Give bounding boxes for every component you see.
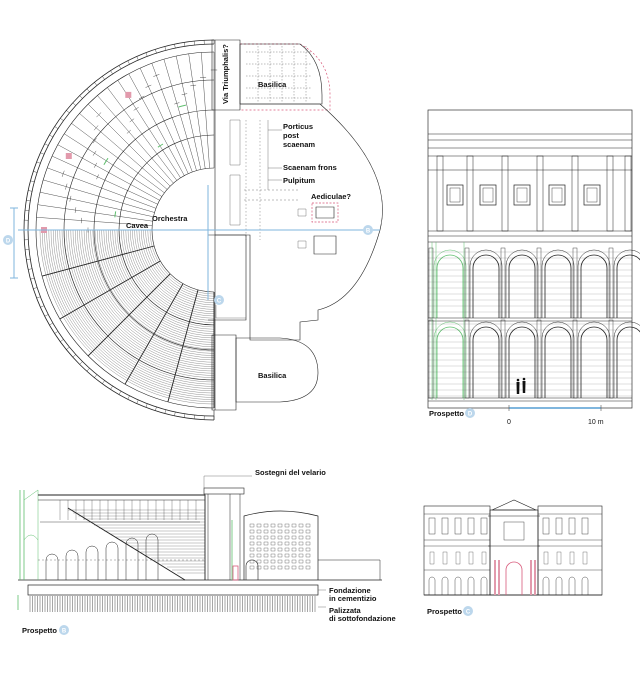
cavea-seating [23, 39, 218, 421]
elevation-c: Prospetto C [423, 499, 603, 616]
elevation-d-caption: Prospetto [429, 409, 464, 418]
marker-c-plan-text: C [217, 299, 222, 305]
marker-c-elev-text: C [466, 610, 471, 616]
marker-d-elev-text: D [468, 412, 473, 418]
fondazione-label-2: in cementizio [329, 594, 377, 603]
porticus-label-1: Porticus [283, 122, 313, 131]
velario-label: Sostegni del velario [255, 468, 326, 477]
theatre-plan: D B C Via Triumphalis? Basilica Porticus… [3, 39, 383, 421]
palizzata-label-2: di sottofondazione [329, 614, 396, 623]
marker-b-plan [363, 225, 373, 235]
marker-b-sect [59, 625, 69, 635]
elevation-d: Prospetto D 0 10 m [427, 109, 640, 426]
fondazione-label-1: Fondazione [329, 586, 371, 595]
marker-b-sect-text: B [62, 629, 67, 635]
marker-c-elev [463, 606, 473, 616]
pulpitum-label: Pulpitum [283, 176, 315, 185]
marker-d-plan-text: D [6, 239, 11, 245]
marker-d-plan [3, 235, 13, 245]
porticus-label-2: post [283, 131, 299, 140]
scaenam-frons-label: Scaenam frons [283, 163, 337, 172]
via-triumphalis-label: Via Triumphalis? [221, 44, 230, 104]
aediculae-label: Aediculae? [311, 192, 351, 201]
elevation-c-facade [423, 499, 603, 596]
stage-building [208, 39, 383, 411]
porticus-label-3: scaenam [283, 140, 315, 149]
scale-end: 10 m [588, 419, 604, 426]
elevation-c-caption: Prospetto [427, 607, 462, 616]
palizzata-label-1: Palizzata [329, 606, 362, 615]
basilica-top-label: Basilica [258, 80, 287, 89]
elevation-d-facade [428, 133, 640, 402]
cavea-label: Cavea [126, 221, 149, 230]
section-b-drawing [17, 487, 382, 612]
marker-b-plan-text: B [366, 229, 371, 235]
section-b: Sostegni del velario Fondazione in cemen… [17, 468, 396, 635]
section-b-caption: Prospetto [22, 626, 57, 635]
basilica-bottom-label: Basilica [258, 371, 287, 380]
orchestra-label: Orchestra [152, 214, 188, 223]
scale-start: 0 [507, 419, 511, 426]
scale-bar [508, 405, 602, 411]
marker-c-plan [214, 295, 224, 305]
marker-d-elev [465, 408, 475, 418]
axis-d-bracket [10, 207, 18, 279]
